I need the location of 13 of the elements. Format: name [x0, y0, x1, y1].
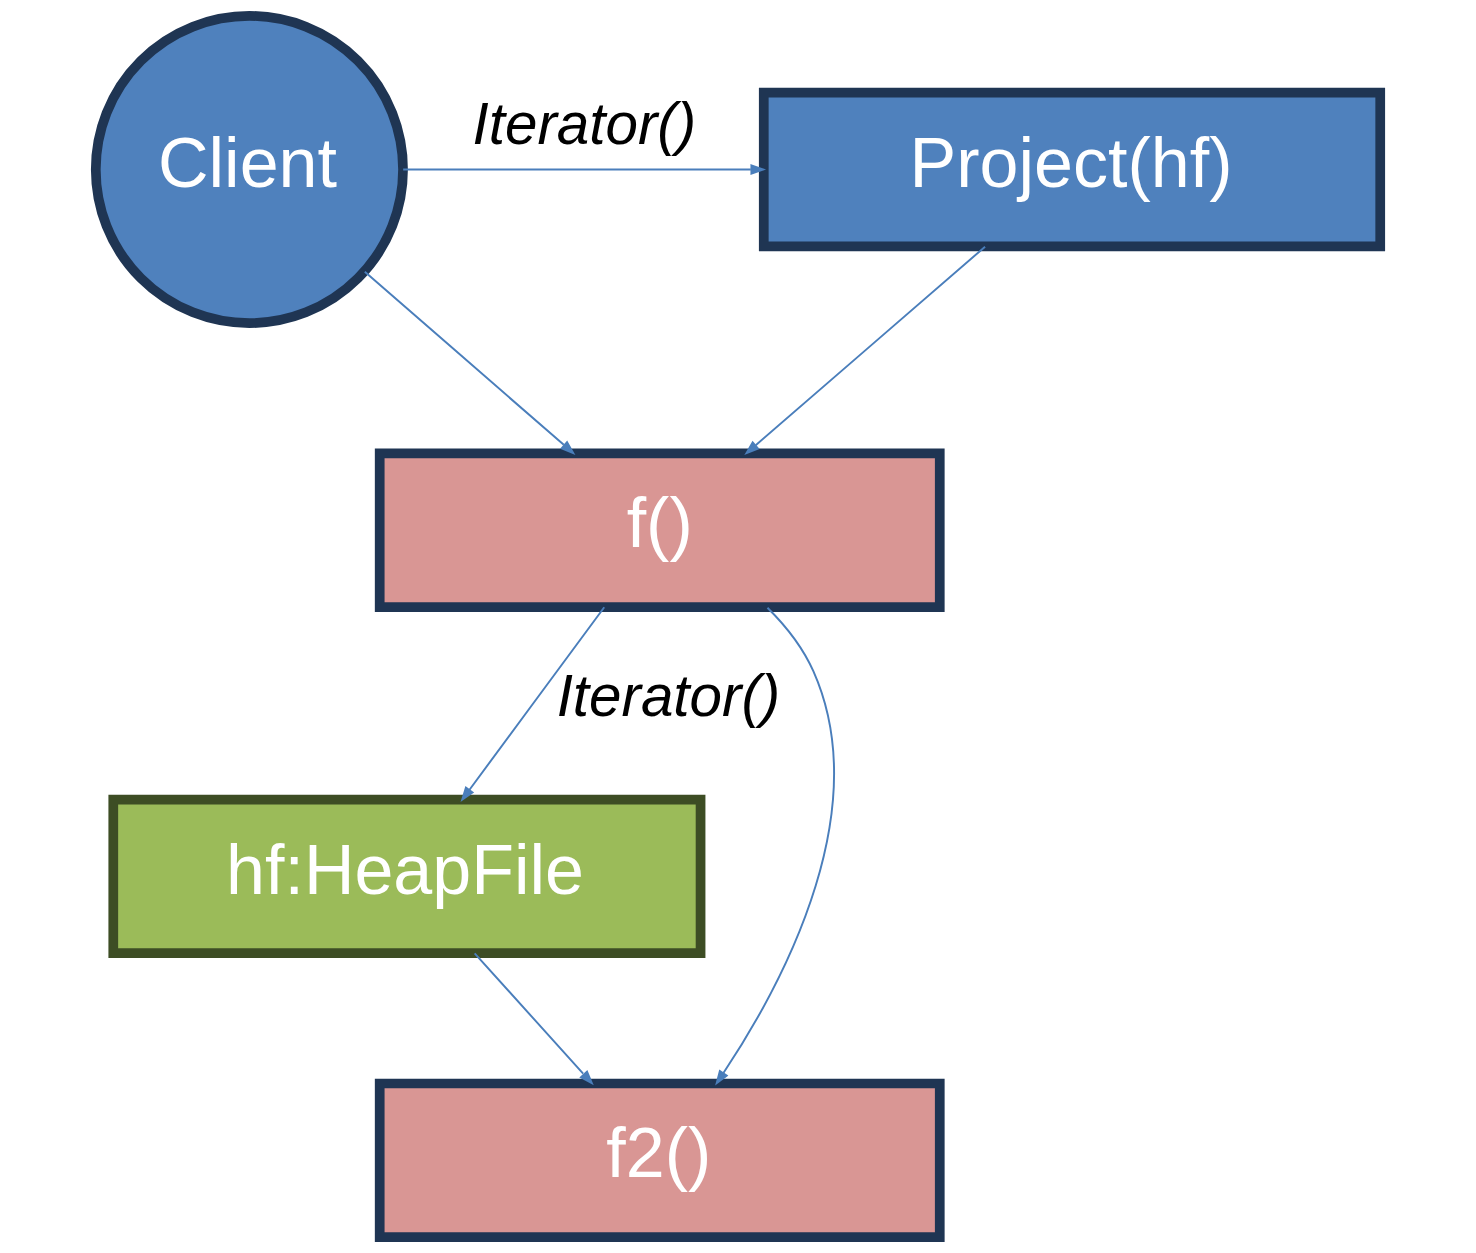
node-box: Project(hf)	[758, 87, 1386, 252]
node-box: f2()	[374, 1078, 945, 1242]
arrow	[363, 270, 576, 455]
arrow	[402, 164, 767, 175]
node-circle: Client	[90, 11, 408, 328]
arrow	[460, 606, 606, 802]
arrow	[473, 952, 594, 1086]
edge-label: Iterator()	[556, 662, 781, 728]
node-box: f()	[374, 448, 945, 612]
arrow	[744, 245, 987, 456]
node-box: hf:HeapFile	[108, 794, 706, 959]
arrow	[715, 606, 835, 1086]
edge-label: Iterator()	[472, 91, 697, 157]
